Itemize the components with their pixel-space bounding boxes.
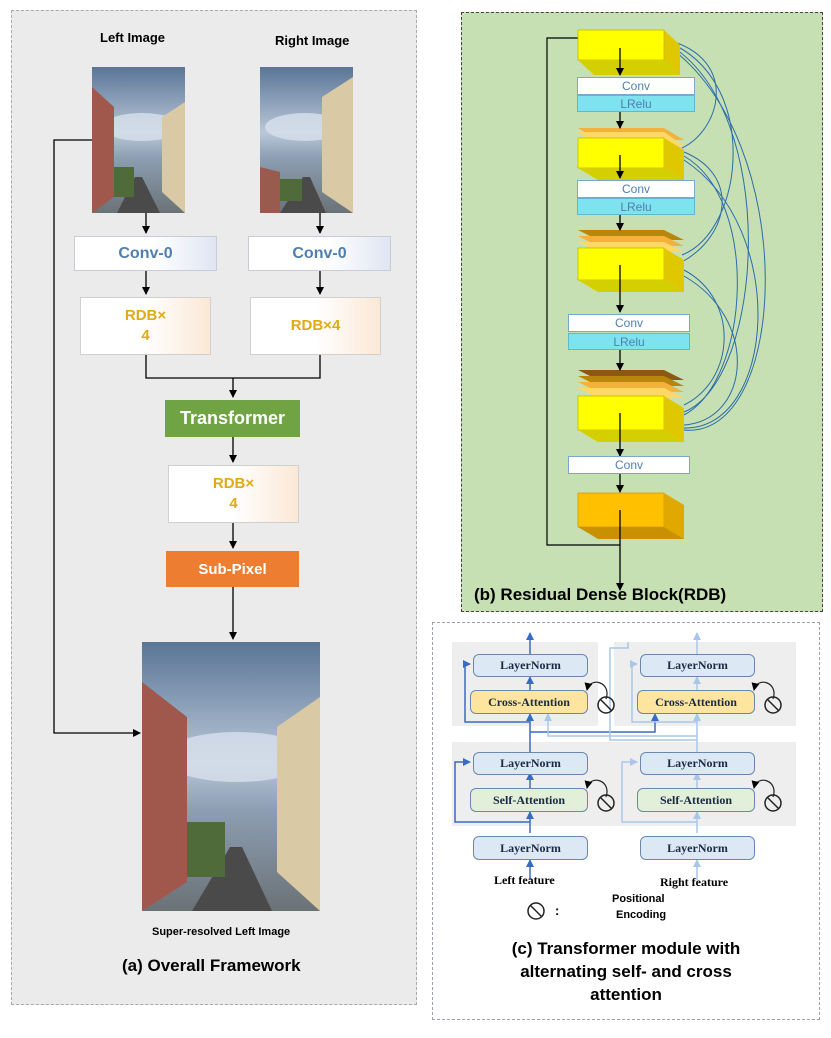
rdb-left-box: RDB× 4 — [80, 297, 211, 355]
left-self-attention: Self-Attention — [470, 788, 588, 812]
right-input-image — [260, 67, 353, 213]
rdb-left-line1: RDB× — [124, 307, 167, 324]
left-input-image — [92, 67, 185, 213]
left-layernorm-bottom: LayerNorm — [473, 836, 588, 860]
rdb-conv-1: Conv — [577, 77, 695, 95]
transformer-box: Transformer — [165, 400, 300, 437]
rdb-middle-line1: RDB× — [212, 475, 255, 492]
rdb-conv-4: Conv — [568, 456, 690, 474]
positional-encoding-icon — [764, 794, 782, 812]
left-layernorm-mid: LayerNorm — [473, 752, 588, 775]
right-image-label: Right Image — [275, 33, 350, 48]
right-feature-label: Right feature — [660, 875, 729, 889]
rdb-left-line2: 4 — [141, 327, 150, 344]
output-image-label: Super-resolved Left Image — [152, 926, 291, 938]
feature-map-4 — [577, 370, 684, 442]
legend-positional-encoding-icon — [527, 902, 545, 920]
conv0-right-box: Conv-0 — [248, 236, 391, 271]
feature-map-output — [577, 492, 684, 539]
left-feature-label: Left feature — [494, 873, 555, 887]
feature-map-1 — [577, 29, 680, 75]
left-cross-attention: Cross-Attention — [470, 690, 588, 714]
positional-encoding-icon — [597, 696, 615, 714]
rdb-conv-2: Conv — [577, 180, 695, 198]
panel-a-caption: (a) Overall Framework — [122, 956, 301, 975]
right-layernorm-bottom: LayerNorm — [640, 836, 755, 860]
feature-map-2 — [577, 128, 684, 180]
rdb-lrelu-2: LRelu — [577, 198, 695, 215]
super-resolved-image — [142, 642, 320, 911]
legend-colon: : — [555, 903, 560, 918]
left-layernorm-top: LayerNorm — [473, 654, 588, 677]
positional-encoding-icon — [764, 696, 782, 714]
right-self-attention: Self-Attention — [637, 788, 755, 812]
rdb-right-box: RDB×4 — [250, 297, 381, 355]
conv0-left-box: Conv-0 — [74, 236, 217, 271]
left-image-label: Left Image — [100, 30, 166, 45]
right-layernorm-top: LayerNorm — [640, 654, 755, 677]
panel-c-caption: (c) Transformer module with alternating … — [462, 937, 790, 1006]
right-cross-attention: Cross-Attention — [637, 690, 755, 714]
panel-c-caption-line1: (c) Transformer module with — [511, 939, 741, 958]
panel-b-caption: (b) Residual Dense Block(RDB) — [474, 585, 727, 604]
legend-label-line1: Positional — [612, 893, 665, 905]
rdb-conv-3: Conv — [568, 314, 690, 332]
panel-c-caption-line3: attention — [590, 985, 662, 1004]
subpixel-box: Sub-Pixel — [166, 551, 299, 587]
feature-map-3 — [577, 230, 684, 292]
positional-encoding-icon — [597, 794, 615, 812]
rdb-lrelu-3: LRelu — [568, 333, 690, 350]
right-layernorm-mid: LayerNorm — [640, 752, 755, 775]
panel-c-caption-line2: alternating self- and cross — [520, 962, 732, 981]
legend-label-line2: Encoding — [616, 909, 667, 921]
rdb-lrelu-1: LRelu — [577, 95, 695, 112]
rdb-middle-line2: 4 — [229, 495, 238, 512]
rdb-middle-box: RDB× 4 — [168, 465, 299, 523]
